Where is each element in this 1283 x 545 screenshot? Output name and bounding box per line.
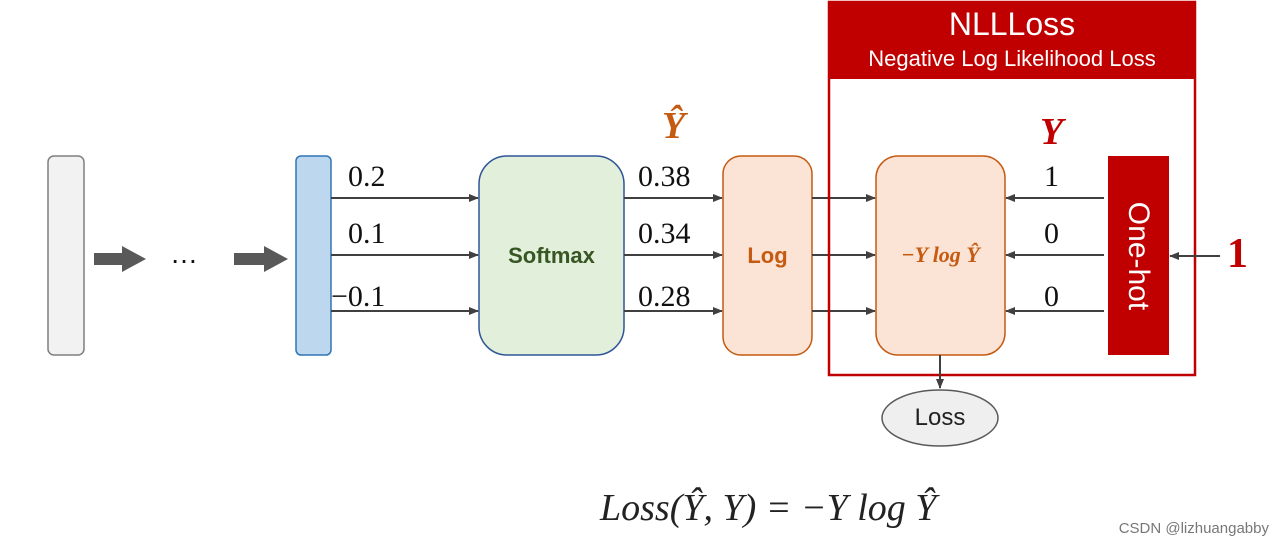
target-value: 0 [1044,217,1059,250]
onehot-label-wrap: One-hot [1108,156,1169,355]
nllloss-title: NLLLoss [948,6,1076,42]
logits-vector-block [295,155,332,356]
loss-ellipse [881,389,999,447]
ellipsis: … [170,238,198,269]
thick-arrow-1 [94,246,146,272]
logit-value: −0.1 [331,280,386,313]
nllloss-header [829,2,1195,79]
thick-arrow-2 [234,246,288,272]
prob-value: 0.28 [638,280,691,313]
onehot-block [1108,156,1169,355]
nllloss-subtitle: Negative Log Likelihood Loss [868,46,1156,71]
target-value: 1 [1044,160,1059,193]
onehot-label: One-hot [1122,201,1156,310]
class-input-value: 1 [1227,231,1248,277]
input-layer-block [47,155,85,356]
softmax-label: Softmax [508,243,595,268]
y-hat-label: Ŷ [662,105,686,147]
product-label: −Y log Ŷ [901,242,980,267]
prob-value: 0.34 [638,217,691,250]
watermark: CSDN @lizhuangabby [1118,520,1269,537]
logit-value: 0.1 [348,217,386,250]
logit-value: 0.2 [348,160,386,193]
loss-label: Loss [914,404,966,431]
y-label: Y [1040,111,1064,153]
loss-formula: Loss(Ŷ, Y) = −Y log Ŷ [600,487,937,529]
target-value: 0 [1044,280,1059,313]
prob-value: 0.38 [638,160,691,193]
log-label: Log [747,243,788,268]
